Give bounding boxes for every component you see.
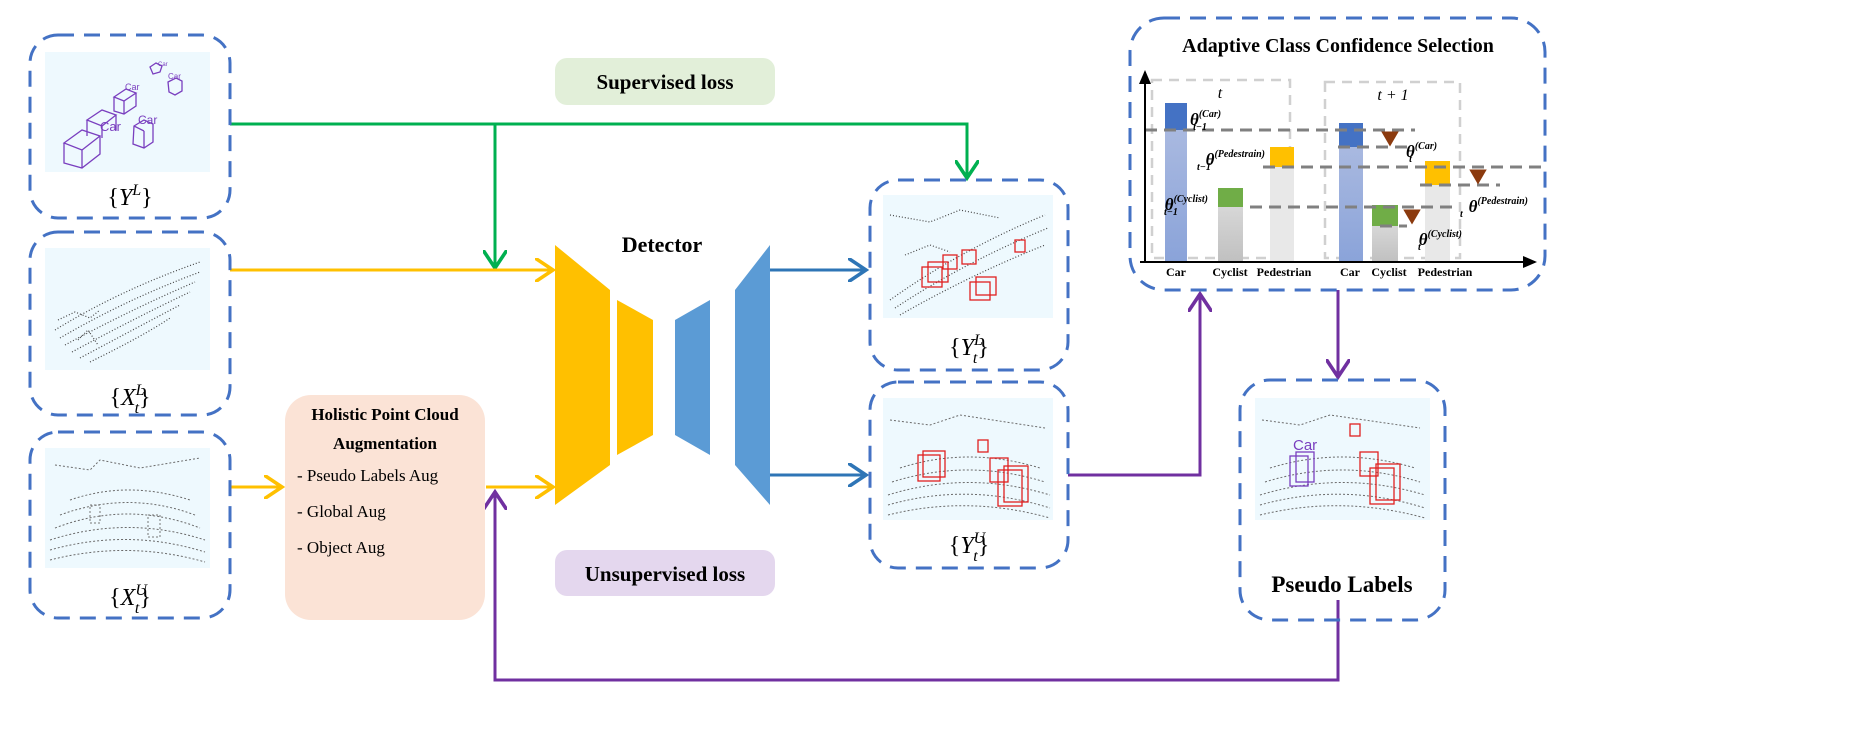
box-label: Car xyxy=(158,62,168,68)
box-label: Car xyxy=(125,82,140,92)
point-cloud xyxy=(49,457,206,563)
pseudo-labels-title: Pseudo Labels xyxy=(1271,572,1412,597)
augmentation-title: Augmentation xyxy=(333,434,437,453)
bar-car-next xyxy=(1339,147,1363,262)
category-label: Pedestrian xyxy=(1257,265,1312,279)
threshold-labels: θ(Car)t−1 θ(Pedestrain)t−1 θ(Cyclist)t−1… xyxy=(1164,109,1528,253)
supervised-loss-text: Supervised loss xyxy=(596,70,733,94)
category-label: Car xyxy=(1340,265,1361,279)
bar-car-prev xyxy=(1165,130,1187,262)
threshold-label-pedestrian-prev: θ(Pedestrain)t−1 xyxy=(1197,149,1265,173)
category-label: Cyclist xyxy=(1212,265,1247,279)
augmentation-box: Holistic Point Cloud Augmentation - Pseu… xyxy=(285,395,485,620)
box-label: Car xyxy=(100,119,122,134)
pseudo-label-arrows xyxy=(495,290,1338,682)
pseudo-labels-panel: Car Pseudo Labels xyxy=(1238,378,1447,622)
bar-pedestrian-next xyxy=(1425,185,1450,262)
accs-title: Adaptive Class Confidence Selection xyxy=(1182,35,1494,57)
point-cloud xyxy=(887,414,1051,519)
augmentation-item: - Pseudo Labels Aug xyxy=(297,466,439,485)
category-label: Cyclist xyxy=(1371,265,1406,279)
car-boxes: Car Car Car Car Car xyxy=(62,62,183,169)
bar-pedestrian-confident-next xyxy=(1425,161,1450,185)
predicted-boxes xyxy=(921,239,1026,301)
step-next-label: t + 1 xyxy=(1377,87,1408,104)
bar-cyclist-confident-next xyxy=(1372,205,1398,226)
threshold-label-car-prev: θ(Car)t−1 xyxy=(1190,109,1221,133)
output-arrows xyxy=(770,270,866,475)
box-label: Car xyxy=(168,72,181,81)
input-arrows xyxy=(230,270,553,487)
augmentation-title: Holistic Point Cloud xyxy=(311,405,459,424)
detector-title: Detector xyxy=(622,232,703,257)
augmentation-item: - Global Aug xyxy=(297,502,386,521)
threshold-label-cyclist-next: θ(Cyclist)t xyxy=(1418,229,1462,253)
supervised-loss-label: Supervised loss xyxy=(555,58,775,105)
unsupervised-loss-text: Unsupervised loss xyxy=(585,562,745,586)
point-cloud xyxy=(889,209,1049,316)
labeled-point-cloud-image xyxy=(45,248,210,370)
bar-cyclist-prev xyxy=(1218,207,1243,262)
threshold-label-pedestrian-next: θ(Pedestrain)t xyxy=(1460,196,1528,220)
category-label: Pedestrian xyxy=(1418,265,1473,279)
labels-symbol: {YL} xyxy=(107,182,152,211)
encoder-block-large xyxy=(555,245,610,505)
decoder-block-large xyxy=(735,245,770,505)
detector: Detector xyxy=(555,232,770,505)
bar-pedestrian-prev xyxy=(1270,167,1294,262)
augmentation-item: - Object Aug xyxy=(297,538,385,557)
point-cloud xyxy=(54,261,201,363)
predicted-boxes xyxy=(917,439,1029,507)
pseudo-box-label: Car xyxy=(1293,437,1317,454)
supervised-arrows xyxy=(230,122,967,268)
step-prev-label: t xyxy=(1218,85,1223,102)
decoder-block-small xyxy=(675,300,710,455)
labels-panel: Car Car Car Car Car {YL} xyxy=(28,33,232,220)
accs-panel: Adaptive Class Confidence Selection t t … xyxy=(1128,16,1547,292)
threshold-label-cyclist-prev: θ(Cyclist)t−1 xyxy=(1164,194,1208,218)
unsupervised-loss-label: Unsupervised loss xyxy=(555,550,775,596)
bar-car-confident-next xyxy=(1339,123,1363,147)
bar-pedestrian-confident-prev xyxy=(1270,147,1294,167)
bar-cyclist-next xyxy=(1372,226,1398,262)
threshold-label-car-next: θ(Car)t xyxy=(1406,141,1437,165)
encoder-block-small xyxy=(617,300,653,455)
bar-cyclist-confident-prev xyxy=(1218,188,1243,207)
box-label: Car xyxy=(138,113,157,127)
bar-car-confident-prev xyxy=(1165,103,1187,130)
category-label: Car xyxy=(1166,265,1187,279)
